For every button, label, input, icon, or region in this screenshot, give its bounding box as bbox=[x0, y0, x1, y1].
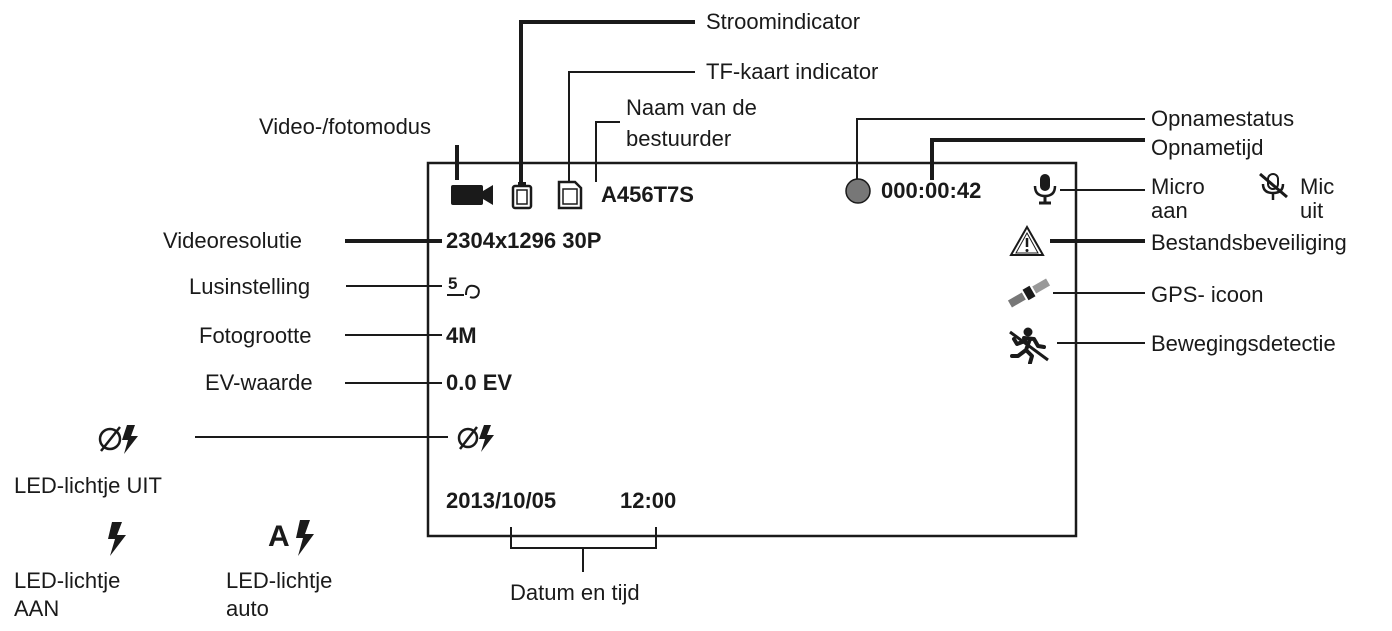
driver-name: A456T7S bbox=[601, 182, 694, 207]
flash-on-icon bbox=[108, 522, 126, 556]
leader-power bbox=[519, 20, 695, 182]
leader-status bbox=[856, 118, 1145, 180]
label-video-resolution: Videoresolutie bbox=[163, 228, 303, 253]
label-mic-on-1: Micro bbox=[1151, 174, 1205, 199]
loop-setting: 5 bbox=[446, 274, 486, 300]
record-time: 000:00:42 bbox=[881, 178, 982, 203]
flash-auto-letter: A bbox=[268, 520, 290, 553]
label-photo-size: Fotogrootte bbox=[199, 323, 312, 348]
leader-driver bbox=[595, 121, 620, 182]
motion-detection-icon bbox=[1009, 327, 1049, 364]
leader-time bbox=[930, 138, 1145, 180]
microphone-off-icon bbox=[1259, 172, 1288, 200]
leader-tf bbox=[568, 71, 695, 182]
label-mic-off-2: uit bbox=[1300, 198, 1324, 223]
video-camera-icon bbox=[451, 185, 493, 205]
sd-card-icon bbox=[557, 180, 583, 210]
record-dot-icon bbox=[845, 178, 871, 204]
label-mic-off-1: Mic bbox=[1300, 174, 1335, 199]
flash-off-icon-screen bbox=[457, 425, 494, 452]
label-ev-value: EV-waarde bbox=[205, 370, 313, 395]
label-video-photo-mode: Video-/fotomodus bbox=[259, 114, 432, 139]
loop-minutes: 5 bbox=[448, 274, 458, 293]
label-led-off: LED-lichtje UIT bbox=[14, 473, 162, 498]
label-tf-card: TF-kaart indicator bbox=[706, 59, 879, 84]
label-loop-setting: Lusinstelling bbox=[189, 274, 311, 299]
flash-auto-icon: A bbox=[268, 518, 328, 558]
battery-icon bbox=[511, 182, 533, 210]
label-driver-name-1: Naam van de bbox=[626, 95, 757, 120]
label-driver-name-2: bestuurder bbox=[626, 126, 732, 151]
satellite-icon bbox=[1007, 278, 1051, 308]
time-value: 12:00 bbox=[620, 488, 677, 513]
ev-value: 0.0 EV bbox=[446, 370, 513, 395]
label-date-time: Datum en tijd bbox=[510, 580, 640, 605]
photo-size: 4M bbox=[446, 323, 477, 348]
label-led-on-2: AAN bbox=[14, 596, 60, 621]
flash-off-icon bbox=[98, 425, 138, 454]
date-value: 2013/10/05 bbox=[446, 488, 557, 513]
label-gps-icon: GPS- icoon bbox=[1151, 282, 1264, 307]
label-led-auto-2: auto bbox=[226, 596, 269, 621]
video-resolution: 2304x1296 30P bbox=[446, 228, 602, 253]
label-motion-detection: Bewegingsdetectie bbox=[1151, 331, 1336, 356]
label-file-protection: Bestandsbeveiliging bbox=[1151, 230, 1347, 255]
loop-icon bbox=[447, 284, 480, 299]
warning-triangle-icon bbox=[1009, 224, 1045, 256]
screen-frame bbox=[426, 161, 1078, 538]
label-power-indicator: Stroomindicator bbox=[706, 9, 861, 34]
microphone-icon bbox=[1033, 174, 1057, 205]
label-led-auto-1: LED-lichtje bbox=[226, 568, 333, 593]
label-record-status: Opnamestatus bbox=[1151, 106, 1295, 131]
label-record-time: Opnametijd bbox=[1151, 135, 1264, 160]
label-mic-on-2: aan bbox=[1151, 198, 1188, 223]
leader-datetime bbox=[510, 527, 657, 549]
label-led-on-1: LED-lichtje bbox=[14, 568, 121, 593]
